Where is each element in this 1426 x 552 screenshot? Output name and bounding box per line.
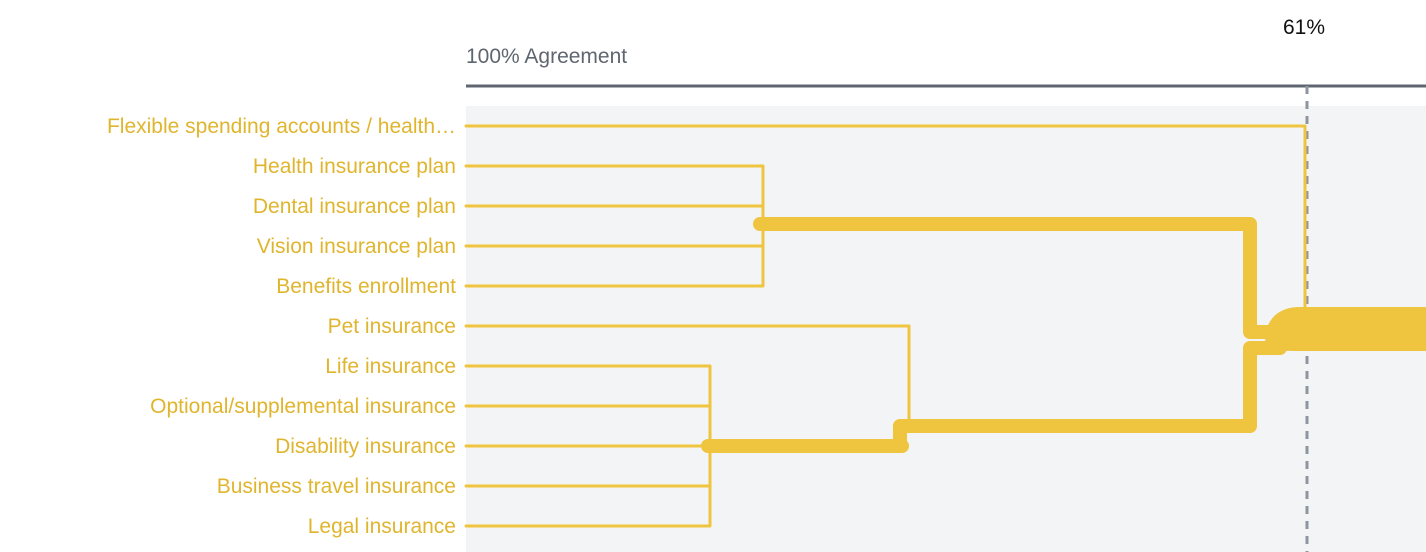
branch-fsa [464,124,1307,332]
cluster-pet-insurance-trunk [893,341,1287,453]
root-trunk [1265,307,1426,351]
branches-group [464,124,1426,528]
agreement-axis-label: 100% Agreement [466,45,628,68]
threshold-label: 61% [1283,16,1326,39]
leaf-label-benefits-enrollment[interactable]: Benefits enrollment [276,275,456,298]
leaf-label-pet-insurance[interactable]: Pet insurance [327,315,456,338]
branch-pet [464,324,911,428]
leaf-label-life-insurance[interactable]: Life insurance [325,355,456,378]
leaf-label-disability-insurance[interactable]: Disability insurance [275,435,456,458]
leaf-label-legal-insurance[interactable]: Legal insurance [307,515,456,538]
cluster-health-leaves [464,164,765,288]
leaf-label-dental-insurance[interactable]: Dental insurance plan [252,195,456,218]
cluster-insurance-leaves [464,364,712,528]
leaf-label-vision-insurance[interactable]: Vision insurance plan [256,235,456,258]
leaf-label-fsa[interactable]: Flexible spending accounts / health… [106,115,456,138]
leaf-label-supplemental-insurance[interactable]: Optional/supplemental insurance [150,395,456,418]
cluster-health-trunk [753,217,1287,339]
leaf-label-health-insurance[interactable]: Health insurance plan [252,155,456,178]
leaf-label-business-travel-insurance[interactable]: Business travel insurance [216,475,456,498]
